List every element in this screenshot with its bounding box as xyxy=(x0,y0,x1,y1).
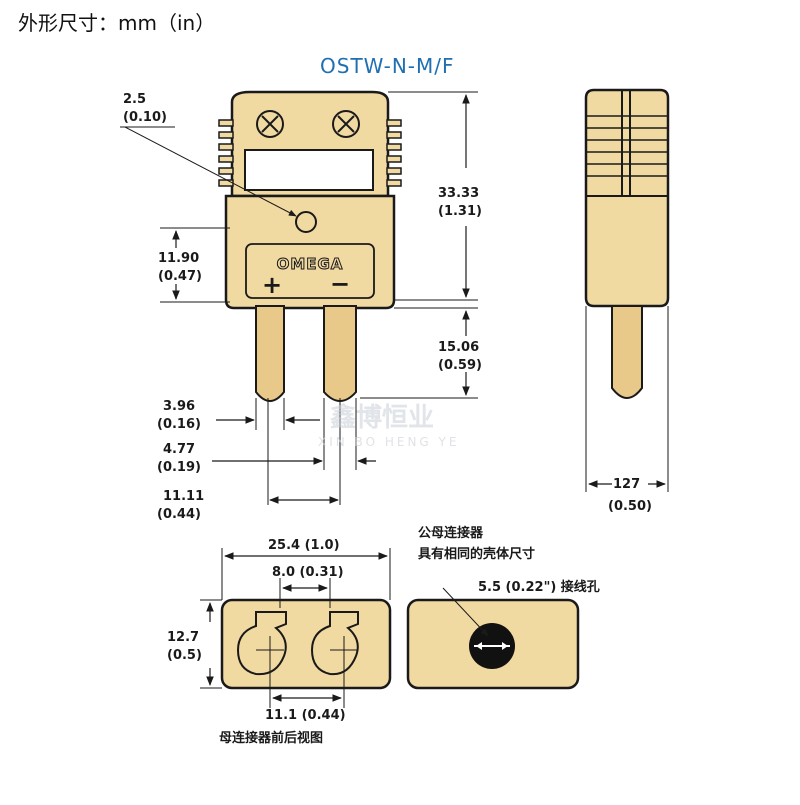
end-view-caption: 母连接器前后视图 xyxy=(219,730,323,746)
dim-side-width-in: (0.50) xyxy=(608,499,652,514)
dim-end-height-mm: 12.7 xyxy=(167,630,199,645)
front-dimensions: 2.5 (0.10) 33.33 (1.31) 11.90 (0.47) 15.… xyxy=(120,91,482,522)
dim-pin-width1-in: (0.16) xyxy=(157,417,201,432)
pin-positive xyxy=(255,305,285,402)
page-title: 外形尺寸：mm（in） xyxy=(18,11,215,35)
watermark-cn: 鑫博恒业 xyxy=(330,402,434,433)
dim-end-spacing: 11.1 (0.44) xyxy=(265,708,346,723)
pin-negative xyxy=(323,305,357,402)
side-pin xyxy=(611,305,643,399)
minus-sign: − xyxy=(330,270,350,298)
dim-pin-length-mm: 15.06 xyxy=(438,340,479,355)
model-number: OSTW-N-M/F xyxy=(320,54,455,78)
left-cooling-fins xyxy=(218,119,234,187)
dim-pin-width2-mm: 4.77 xyxy=(163,442,195,457)
front-view: OMEGA + − xyxy=(218,90,402,402)
dim-logo-mm: 11.90 xyxy=(158,251,199,266)
socket-left xyxy=(236,611,287,676)
dim-side-width-mm: 127 xyxy=(613,477,640,492)
socket-right xyxy=(310,611,359,676)
dim-pin-width2-in: (0.19) xyxy=(157,460,201,475)
wire-hole-icon xyxy=(469,623,515,669)
dim-pin-pitch-in: (0.44) xyxy=(157,507,201,522)
note-line-2: 具有相同的壳体尺寸 xyxy=(418,546,535,562)
plus-sign: + xyxy=(262,271,282,299)
dim-hole-mm: 2.5 xyxy=(123,92,146,107)
side-housing xyxy=(584,88,670,308)
dim-end-width: 25.4 (1.0) xyxy=(268,538,340,553)
dim-end-height-in: (0.5) xyxy=(167,648,202,663)
omega-logo: OMEGA xyxy=(277,255,344,273)
polarity-hole xyxy=(295,211,317,233)
dim-height-in: (1.31) xyxy=(438,204,482,219)
end-views: 25.4 (1.0) 8.0 (0.31) 12.7 (0.5) 11.1 (0… xyxy=(167,525,600,746)
label-window xyxy=(244,149,374,191)
note-line-1: 公母连接器 xyxy=(418,525,484,541)
dim-pin-length-in: (0.59) xyxy=(438,358,482,373)
dim-logo-in: (0.47) xyxy=(158,269,202,284)
screw-left-icon xyxy=(256,110,284,138)
dim-hole-in: (0.10) xyxy=(123,110,167,125)
logo-panel xyxy=(245,243,375,299)
right-cooling-fins xyxy=(386,119,402,187)
screw-right-icon xyxy=(332,110,360,138)
side-view: 127 (0.50) xyxy=(584,88,670,514)
dim-pin-pitch-mm: 11.11 xyxy=(163,489,204,504)
dim-end-inner: 8.0 (0.31) xyxy=(272,565,344,580)
dim-wire-hole: 5.5 (0.22") 接线孔 xyxy=(478,579,600,595)
watermark-en: XIN BO HENG YE xyxy=(318,435,459,449)
dim-height-mm: 33.33 xyxy=(438,186,479,201)
dim-pin-width1-mm: 3.96 xyxy=(163,399,195,414)
